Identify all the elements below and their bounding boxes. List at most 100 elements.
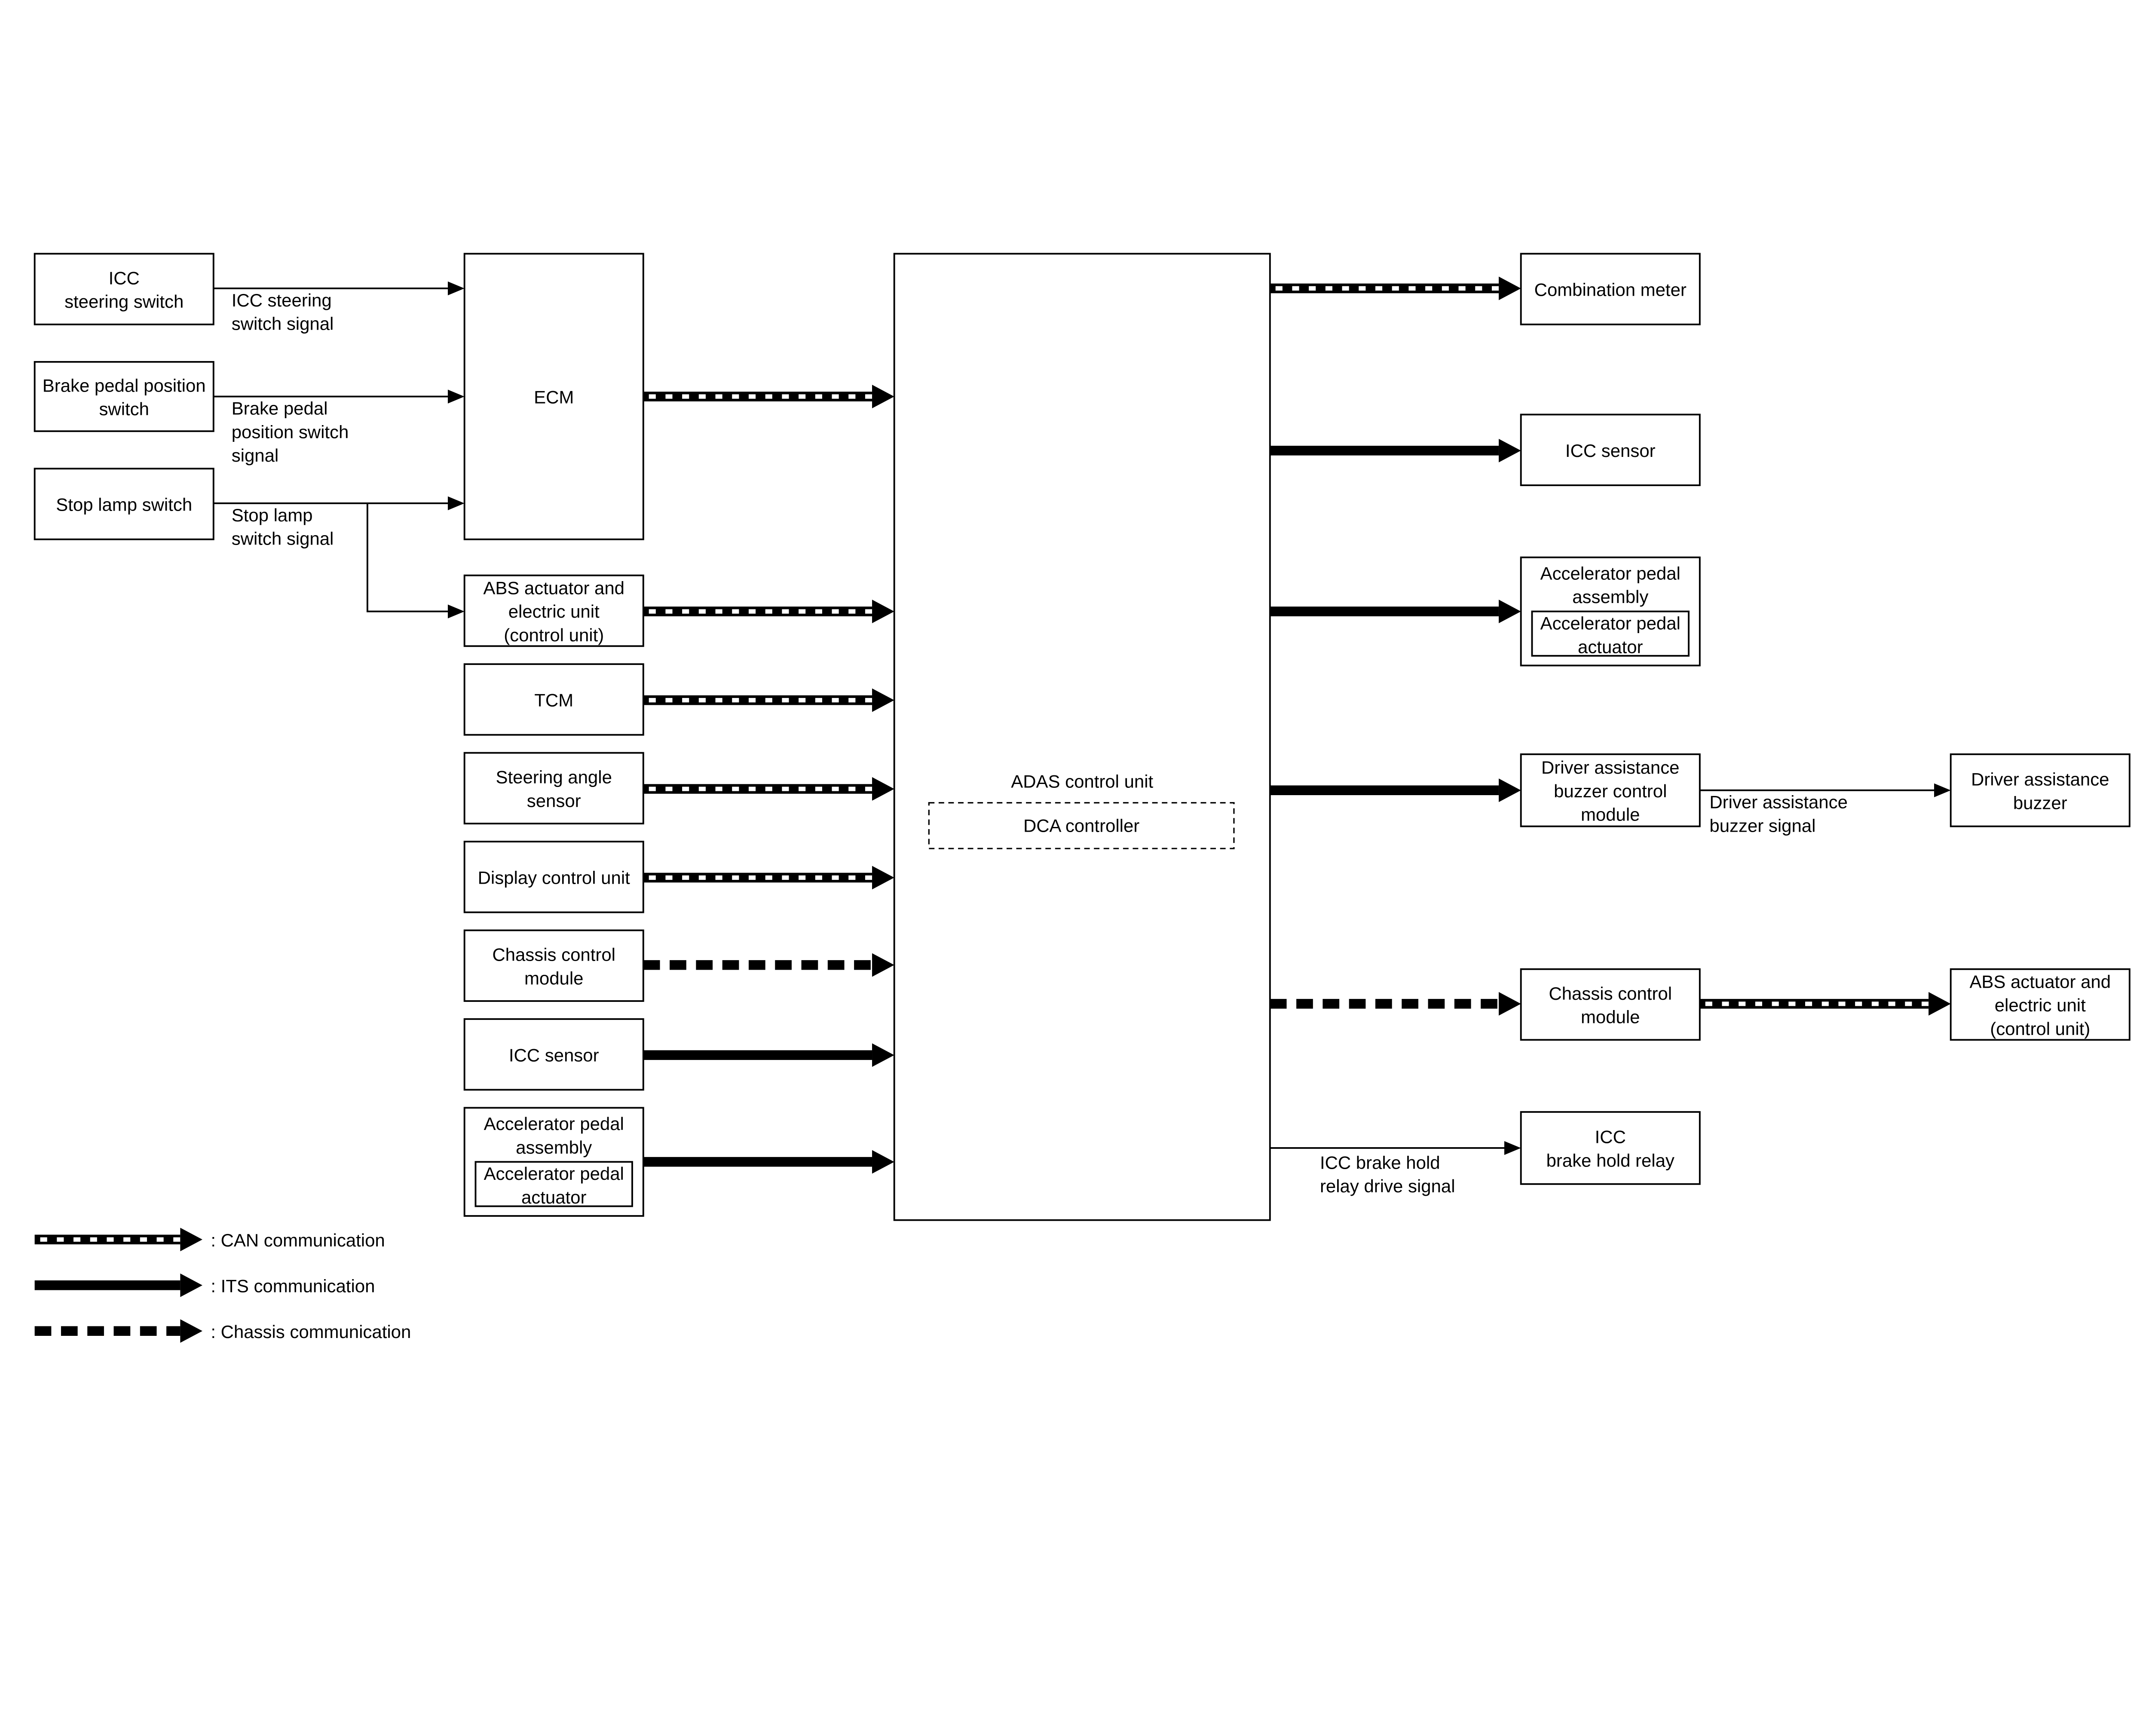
box-label: Brake pedal position — [43, 375, 206, 395]
legend-item-its: : ITS communication — [34, 1273, 375, 1297]
arrowhead-icon — [447, 281, 465, 296]
signal-label: relay drive signal — [1320, 1176, 1455, 1196]
arrowhead-icon — [872, 777, 894, 801]
box-label: module — [1581, 805, 1640, 825]
box-label: electric unit — [508, 601, 600, 622]
inner-box — [1531, 610, 1690, 657]
chassis-connection — [1270, 992, 1521, 1016]
box-label: Combination meter — [1534, 280, 1687, 300]
tcm-box: TCM — [463, 663, 644, 736]
brake-pedal-position-switch-box: Brake pedal position switch — [34, 361, 214, 432]
box-label: Chassis control — [492, 944, 615, 964]
box-label: Driver assistance — [1971, 769, 2109, 789]
box-label: ICC sensor — [509, 1045, 599, 1065]
legend: : CAN communication : ITS communication : … — [34, 1228, 411, 1343]
box-label: Accelerator pedal — [484, 1114, 624, 1134]
box-label: Chassis control — [1549, 983, 1672, 1004]
box-label: assembly — [516, 1137, 592, 1157]
signal-connection — [366, 503, 465, 618]
box-label: ICC sensor — [1565, 441, 1656, 461]
its-connection — [1270, 600, 1521, 623]
abs-actuator-left-box: ABS actuator and electric unit (control un… — [463, 574, 644, 647]
can-connection — [643, 688, 894, 712]
display-control-unit-box: Display control unit — [463, 841, 644, 913]
arrowhead-icon — [180, 1228, 202, 1252]
signal-label: ICC brake hold — [1320, 1152, 1440, 1173]
adas-control-unit: ADAS control unit DCA controller — [893, 253, 1271, 1221]
can-connection — [643, 777, 894, 801]
its-connection — [1270, 778, 1521, 802]
box-label: ICC — [109, 268, 140, 288]
arrowhead-icon — [872, 1150, 894, 1174]
its-connection — [643, 1043, 894, 1067]
can-connection — [643, 600, 894, 623]
box-label: buzzer control — [1554, 781, 1667, 801]
chassis-control-module-right-box: Chassis control module — [1520, 968, 1701, 1041]
box-label: ABS actuator and — [483, 578, 624, 598]
signal-label: ICC steering — [232, 290, 332, 310]
steering-angle-sensor-box: Steering angle sensor — [463, 752, 644, 825]
arrowhead-icon — [447, 389, 465, 404]
box-label: (control unit) — [504, 625, 604, 645]
arrowhead-icon — [872, 688, 894, 712]
box-label: Steering angle — [496, 767, 612, 787]
stop-lamp-switch-box: Stop lamp switch — [34, 468, 214, 540]
arrowhead-icon — [1929, 992, 1951, 1016]
box-label: ABS actuator and — [1969, 971, 2111, 992]
box-label: module — [524, 968, 584, 988]
arrowhead-icon — [1499, 438, 1521, 462]
inner-box-label: actuator — [1578, 637, 1643, 657]
signal-label: Brake pedal — [232, 398, 328, 419]
box-label: switch — [99, 399, 149, 419]
box-label: Driver assistance — [1541, 757, 1680, 778]
abs-actuator-right-box: ABS actuator and electric unit (control un… — [1950, 968, 2131, 1041]
box-label: brake hold relay — [1546, 1151, 1675, 1171]
signal-connection: ICC steering switch signal — [213, 281, 465, 334]
box-label: Stop lamp switch — [56, 495, 192, 515]
legend-item-chassis: : Chassis communication — [34, 1319, 411, 1343]
signal-label: switch signal — [232, 529, 334, 549]
signal-label: Stop lamp — [232, 505, 313, 525]
box-label: module — [1581, 1007, 1640, 1027]
arrowhead-icon — [872, 1043, 894, 1067]
inner-box-label: Accelerator pedal — [1540, 613, 1681, 634]
chassis-connection — [643, 953, 894, 977]
chassis-control-module-left-box: Chassis control module — [463, 929, 644, 1002]
can-connection — [1699, 992, 1951, 1016]
arrowhead-icon — [447, 604, 465, 618]
box-label: (control unit) — [1990, 1019, 2090, 1039]
adas-control-unit-label: ADAS control unit — [1011, 771, 1153, 791]
box-label: assembly — [1572, 587, 1648, 607]
signal-connection: Stop lamp switch signal — [213, 496, 465, 549]
legend-label: : Chassis communication — [211, 1322, 411, 1342]
icc-sensor-left-box: ICC sensor — [463, 1018, 644, 1091]
box-label: electric unit — [1995, 995, 2086, 1015]
arrowhead-icon — [872, 385, 894, 408]
inner-box-label: Accelerator pedal — [484, 1163, 624, 1184]
arrowhead-icon — [1499, 992, 1521, 1016]
legend-label: : CAN communication — [211, 1230, 385, 1250]
signal-label: signal — [232, 445, 279, 465]
arrowhead-icon — [1499, 276, 1521, 300]
signal-connection: ICC brake hold relay drive signal — [1270, 1141, 1521, 1196]
arrowhead-icon — [180, 1319, 202, 1343]
arrowhead-icon — [1499, 600, 1521, 623]
box-label: sensor — [527, 790, 581, 811]
dca-controller-label: DCA controller — [1023, 815, 1139, 836]
legend-label: : ITS communication — [211, 1276, 375, 1296]
arrowhead-icon — [872, 600, 894, 623]
its-connection — [643, 1150, 894, 1174]
signal-label: switch signal — [232, 314, 334, 334]
arrowhead-icon — [1934, 783, 1951, 797]
can-connection — [643, 866, 894, 890]
arrowhead-icon — [1504, 1141, 1521, 1155]
box-label: Accelerator pedal — [1540, 563, 1681, 583]
icc-sensor-right-box: ICC sensor — [1520, 413, 1701, 486]
